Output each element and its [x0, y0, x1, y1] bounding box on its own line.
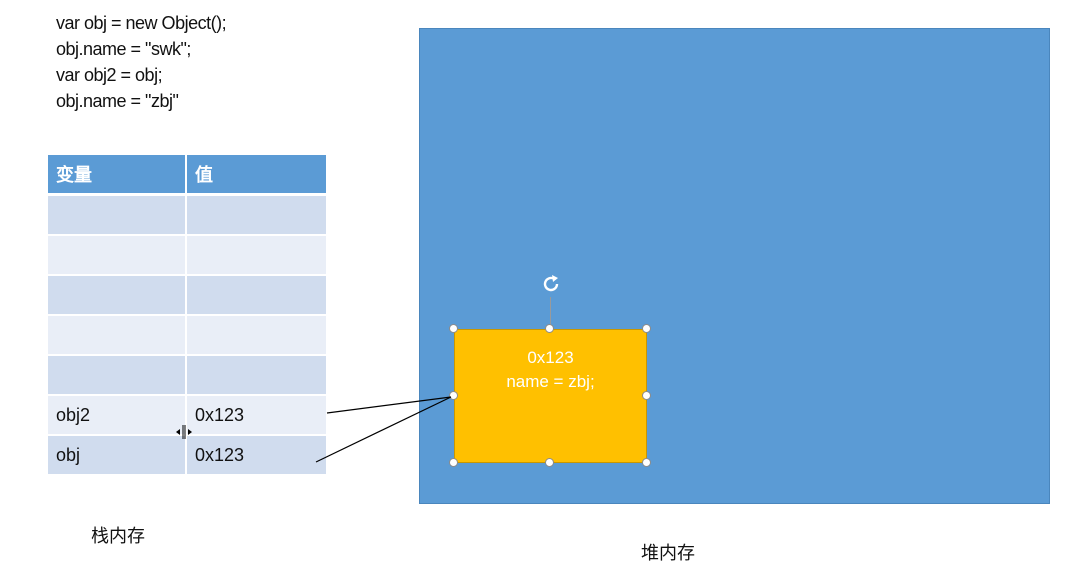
cell-value[interactable]: 0x123	[185, 434, 326, 474]
rotate-icon[interactable]	[539, 272, 563, 296]
cell-variable[interactable]	[48, 193, 186, 235]
cell-value[interactable]	[185, 234, 326, 275]
cell-value[interactable]	[185, 193, 326, 235]
stack-memory-label: 栈内存	[91, 526, 145, 546]
table-row	[48, 354, 326, 395]
cell-variable[interactable]	[48, 234, 186, 275]
resize-handle-bottom-right[interactable]	[642, 458, 651, 467]
table-row	[48, 193, 326, 235]
header-value: 值	[185, 155, 326, 196]
header-variable: 变量	[48, 155, 186, 196]
cell-variable[interactable]	[48, 314, 186, 355]
table-row	[48, 314, 326, 355]
cell-variable[interactable]: obj2	[48, 394, 186, 435]
heap-object[interactable]: 0x123 name = zbj;	[454, 329, 647, 463]
cell-variable[interactable]	[48, 354, 186, 395]
resize-handle-top-right[interactable]	[642, 324, 651, 333]
resize-handle-right[interactable]	[642, 391, 651, 400]
cell-value[interactable]	[185, 274, 326, 315]
code-line: var obj = new Object();	[56, 13, 227, 33]
table-row	[48, 274, 326, 315]
code-line: obj.name = "zbj"	[56, 91, 179, 111]
table-row: obj 0x123	[48, 434, 326, 474]
resize-column-cursor-icon	[176, 425, 192, 439]
heap-memory-label: 堆内存	[641, 543, 695, 563]
resize-handle-top[interactable]	[545, 324, 554, 333]
resize-handle-bottom-left[interactable]	[449, 458, 458, 467]
code-line: var obj2 = obj;	[56, 65, 163, 85]
cell-variable[interactable]: obj	[48, 434, 186, 474]
table-header-row: 变量 值	[48, 155, 326, 196]
code-snippet: var obj = new Object(); obj.name = "swk"…	[56, 10, 227, 114]
cell-variable[interactable]	[48, 274, 186, 315]
code-line: obj.name = "swk";	[56, 39, 191, 59]
table-row	[48, 234, 326, 275]
resize-handle-top-left[interactable]	[449, 324, 458, 333]
cell-value[interactable]: 0x123	[185, 394, 326, 435]
table-row: obj2 0x123	[48, 394, 326, 435]
object-address: 0x123	[527, 348, 574, 367]
cell-value[interactable]	[185, 314, 326, 355]
cell-value[interactable]	[185, 354, 326, 395]
rotate-stem	[550, 297, 551, 325]
resize-handle-left[interactable]	[449, 391, 458, 400]
resize-handle-bottom[interactable]	[545, 458, 554, 467]
stack-table: 变量 值 obj2 0x123 obj 0x12	[48, 155, 326, 474]
object-content: name = zbj;	[506, 372, 595, 391]
